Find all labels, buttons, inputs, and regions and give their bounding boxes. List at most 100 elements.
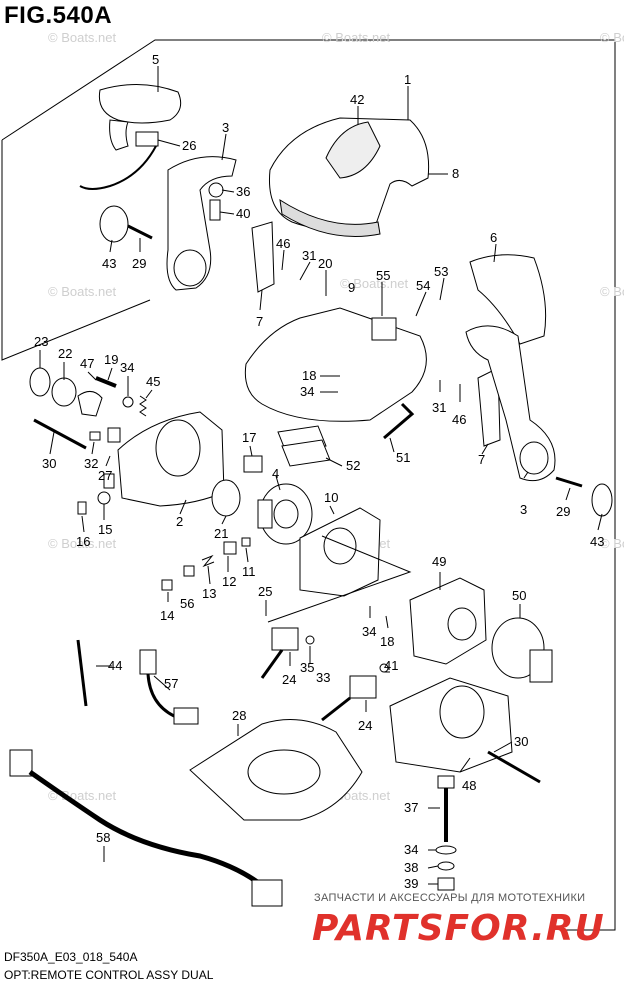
watermark-text: © Boats.net <box>48 284 117 299</box>
harness-wire <box>146 673 175 718</box>
callout-label: 17 <box>242 430 256 445</box>
callout-label: 52 <box>346 458 360 473</box>
gear-shaft <box>257 499 273 529</box>
callout-label: 2 <box>176 514 183 529</box>
callout-label: 37 <box>404 800 418 815</box>
callout-label: 29 <box>132 256 146 271</box>
main-harness-wire <box>28 769 262 887</box>
callout-label: 13 <box>202 586 216 601</box>
lever-bolt <box>209 199 221 221</box>
callout-label: 53 <box>434 264 448 279</box>
callout-label: 58 <box>96 830 110 845</box>
callout-label: 49 <box>432 554 446 569</box>
callout-label: 46 <box>452 412 466 427</box>
callout-label: 21 <box>214 526 228 541</box>
handle-grip <box>98 83 182 124</box>
callout-label: 34 <box>300 384 314 399</box>
washer <box>435 845 457 855</box>
collar <box>211 479 241 517</box>
callout-label: 43 <box>590 534 604 549</box>
gear-shaft-right <box>529 649 553 683</box>
gear-drum-center <box>273 499 299 529</box>
lever-cap <box>99 205 129 243</box>
callout-label: 16 <box>76 534 90 549</box>
lower-housing-bore <box>439 685 485 739</box>
bolt <box>77 501 87 515</box>
screw <box>555 476 583 488</box>
small-bolt <box>89 431 101 441</box>
washer <box>97 491 111 505</box>
callout-label: 18 <box>380 634 394 649</box>
callout-label: 10 <box>324 490 338 505</box>
callout-label: 57 <box>164 676 178 691</box>
center-bore <box>323 527 357 565</box>
washer <box>122 396 134 408</box>
watermark-text: © Boats.net <box>600 536 624 551</box>
callout-label: 3 <box>222 120 229 135</box>
detent-pin <box>223 541 237 555</box>
figure-code: DF350A_E03_018_540A <box>4 950 138 964</box>
assembly-frame <box>1 39 616 931</box>
watermark-text: © Boats.net <box>600 30 624 45</box>
callout-label: 24 <box>358 718 372 733</box>
callout-label: 50 <box>512 588 526 603</box>
callout-label: 27 <box>98 468 112 483</box>
housing-base <box>244 307 427 422</box>
handle-grip-lower <box>109 119 129 151</box>
callout-label: 29 <box>556 504 570 519</box>
cable-tie <box>76 639 88 707</box>
lock-rod <box>383 402 415 440</box>
callout-label: 44 <box>108 658 122 673</box>
watermark-text: © Boats.net <box>48 30 117 45</box>
callout-label: 11 <box>242 564 256 579</box>
callout-label: 4 <box>272 466 279 481</box>
potentiometer <box>271 627 299 651</box>
pot-washer <box>305 635 315 645</box>
callout-label: 14 <box>160 608 174 623</box>
spring-washer <box>437 861 455 871</box>
figure-title: FIG.540A <box>4 2 113 29</box>
watermark-text: © Boats.net <box>48 536 117 551</box>
figure-description: OPT:REMOTE CONTROL ASSY DUAL <box>4 968 214 982</box>
callout-label: 38 <box>404 860 418 875</box>
harness-plug <box>173 707 199 725</box>
callout-label: 1 <box>404 72 411 87</box>
cover-insert <box>325 121 381 179</box>
callout-label: 3 <box>520 502 527 517</box>
callout-label: 33 <box>316 670 330 685</box>
gasket-hole <box>247 749 321 795</box>
main-harness-plug <box>251 879 283 907</box>
callout-label: 9 <box>348 280 355 295</box>
harness-plug <box>139 649 157 675</box>
callout-label: 56 <box>180 596 194 611</box>
shop-tagline: ЗАПЧАСТИ И АКСЕССУАРЫ ДЛЯ МОТОТЕХНИКИ <box>314 892 586 904</box>
callout-label: 55 <box>376 268 390 283</box>
potentiometer-wire <box>321 696 351 722</box>
housing-bore <box>155 419 201 477</box>
roller <box>241 537 251 547</box>
handle-grip-right <box>469 254 547 345</box>
callout-label: 12 <box>222 574 236 589</box>
watermark-text: © Boats.net <box>600 284 624 299</box>
callout-label: 46 <box>276 236 290 251</box>
callout-labels: 5 1 42 3 26 8 36 40 6 46 31 20 55 53 43 … <box>34 52 604 891</box>
assembly-frame-left <box>1 140 151 361</box>
watermark-text: © Boats.net <box>322 30 391 45</box>
callout-label: 30 <box>42 456 56 471</box>
potentiometer <box>349 675 377 699</box>
callout-label: 31 <box>432 400 446 415</box>
shaft <box>103 473 115 489</box>
lever-bracket <box>251 221 275 293</box>
callout-label: 40 <box>236 206 250 221</box>
main-harness-plug <box>9 749 33 777</box>
slider <box>161 579 173 591</box>
callout-label: 34 <box>404 842 418 857</box>
spring <box>139 395 147 417</box>
long-bolt <box>33 418 87 450</box>
callout-label: 8 <box>452 166 459 181</box>
callout-label: 43 <box>102 256 116 271</box>
switch-wire <box>79 145 157 190</box>
long-bolt <box>487 750 541 784</box>
callout-label: 36 <box>236 184 250 199</box>
